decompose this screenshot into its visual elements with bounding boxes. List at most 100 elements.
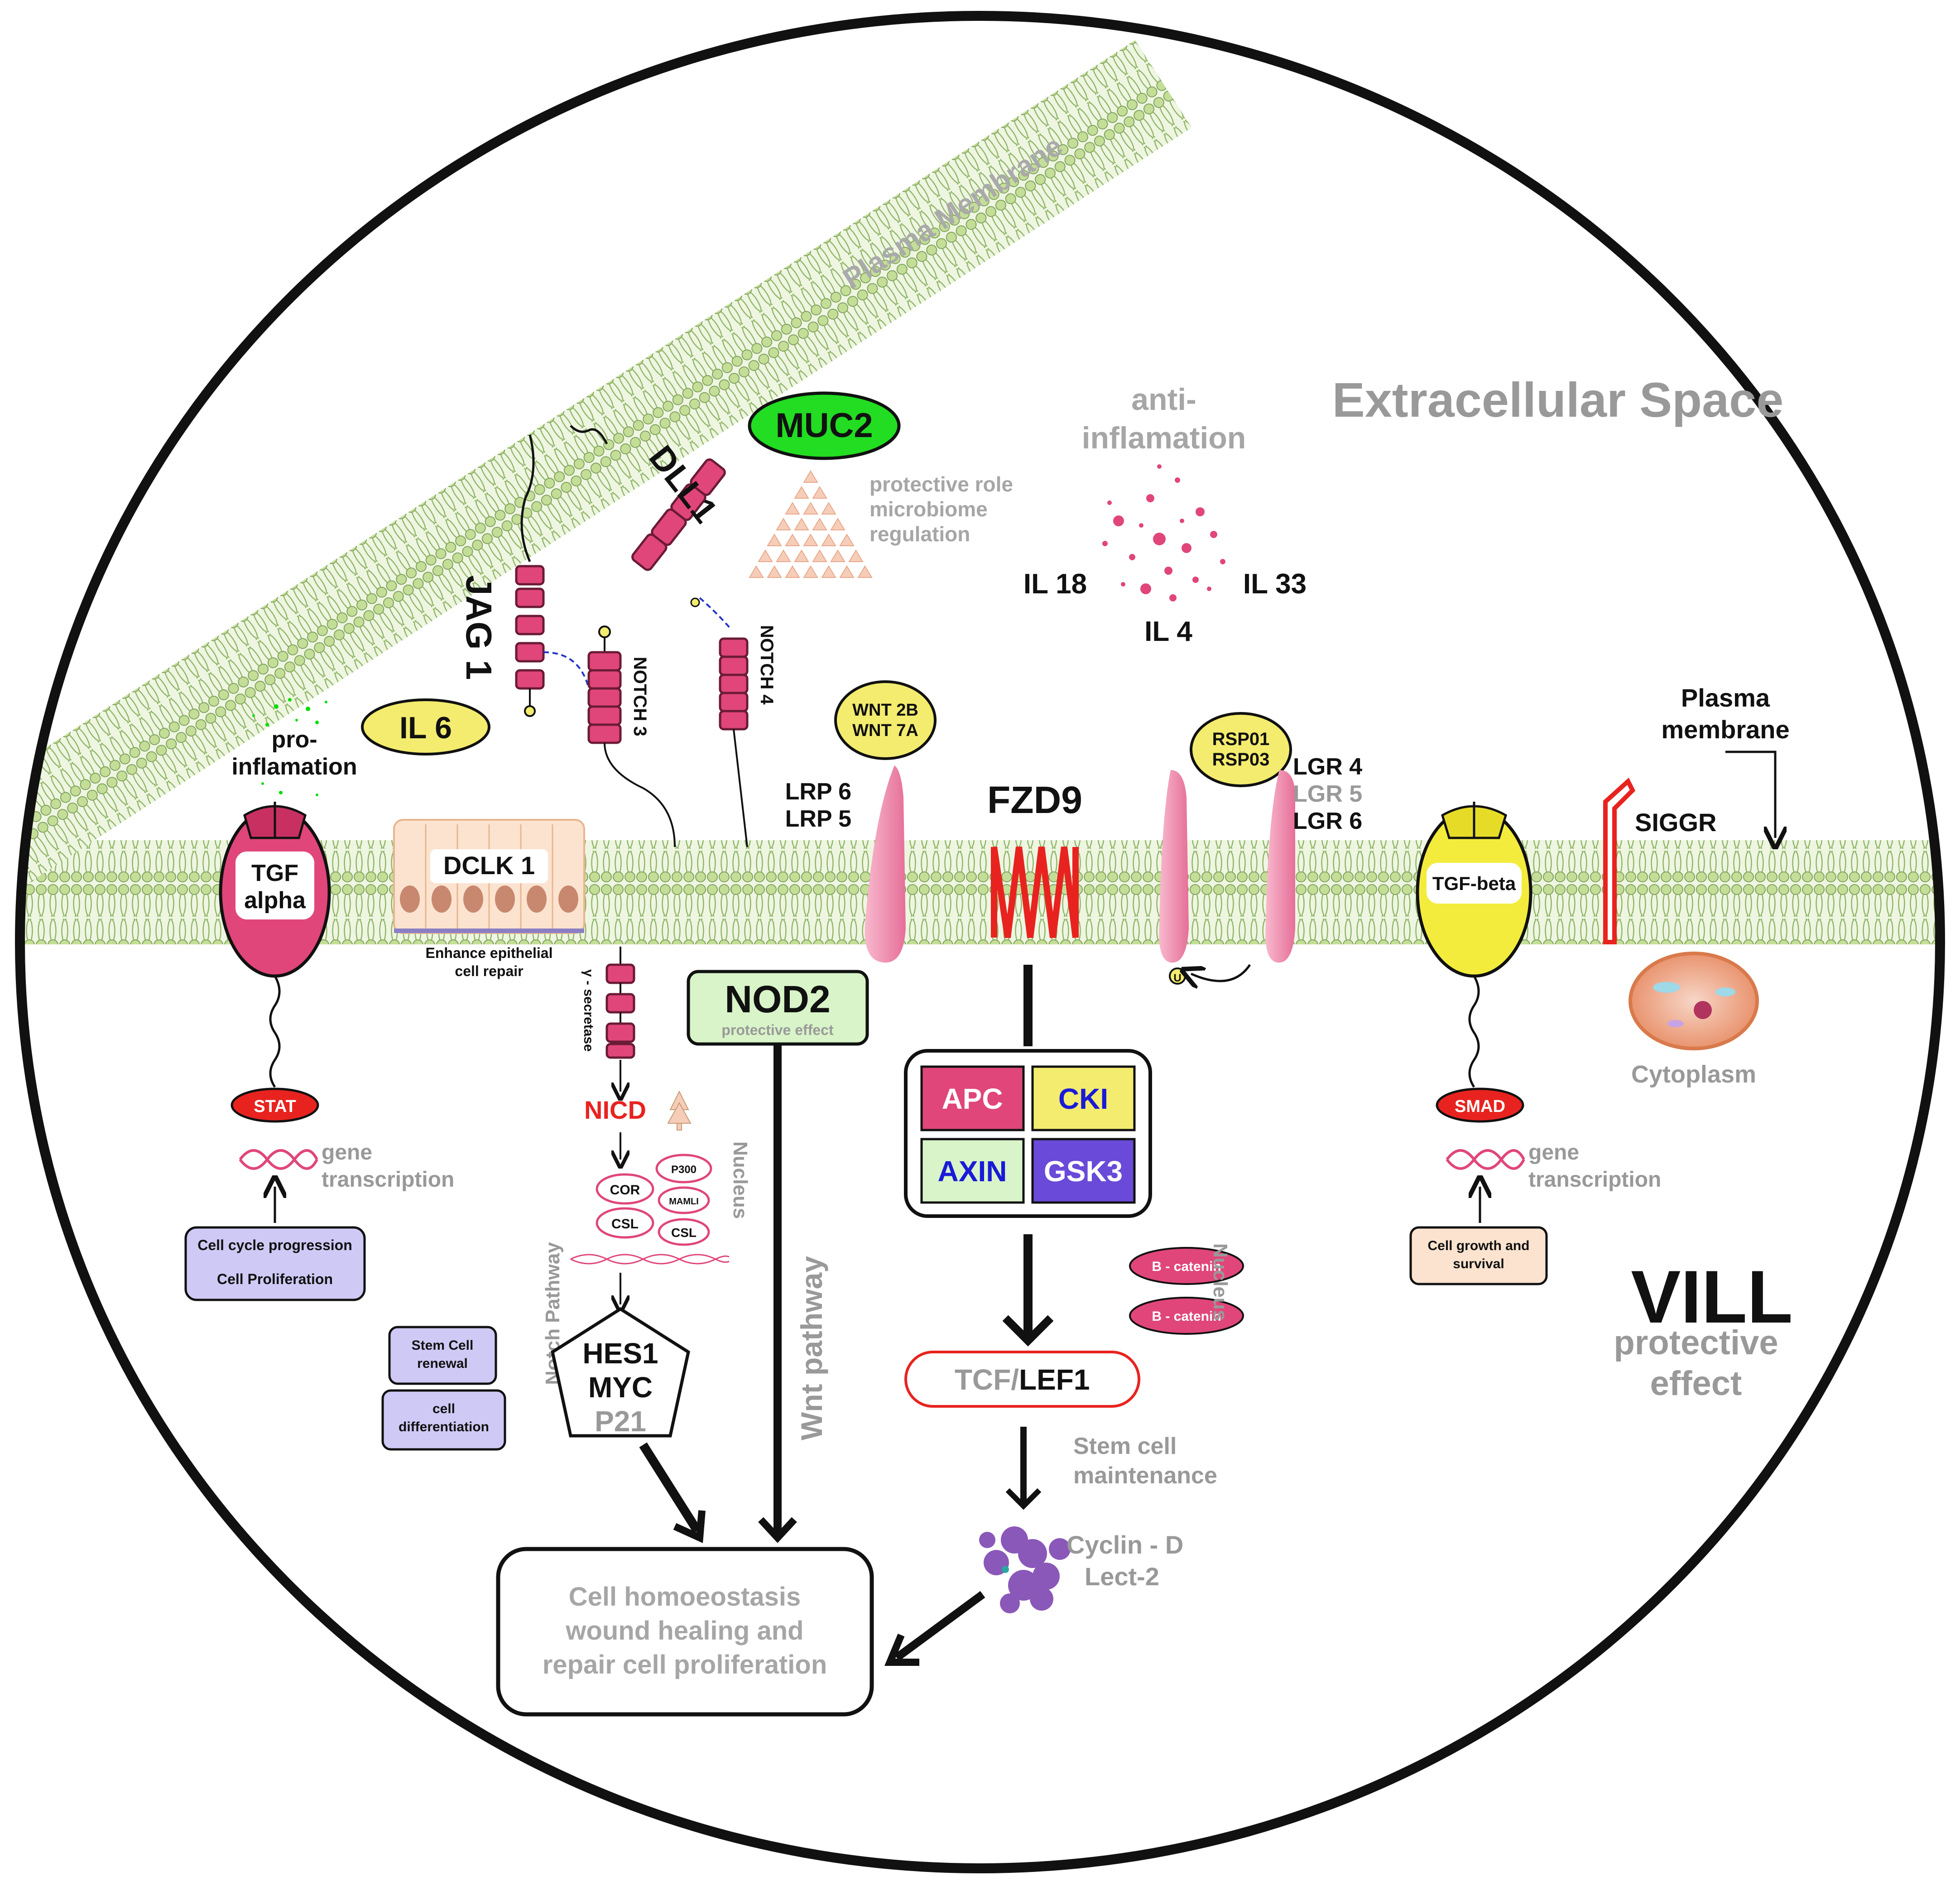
stem-renewal-box bbox=[388, 1326, 497, 1385]
notch4-receptor bbox=[719, 637, 749, 731]
plasma-membrane-right-1: Plasma bbox=[1681, 683, 1770, 712]
right-gene-2: transcription bbox=[1528, 1168, 1661, 1192]
il18-label: IL 18 bbox=[1023, 568, 1087, 600]
factor-cor: COR bbox=[610, 1183, 640, 1198]
bcat-2-label: B - catenin bbox=[1152, 1309, 1221, 1324]
outcome-1: Cell homoeostasis bbox=[569, 1582, 801, 1612]
rspo-badge bbox=[1190, 712, 1292, 787]
wnt-7a: WNT 7A bbox=[852, 721, 918, 740]
cyclin-1: Cyclin - D bbox=[1066, 1530, 1183, 1559]
lgr5-label: LGR 5 bbox=[1293, 781, 1362, 807]
hes-arrowhead bbox=[673, 1510, 706, 1543]
left-gene-2: transcription bbox=[322, 1168, 454, 1192]
plasma-membrane-right-2: membrane bbox=[1661, 715, 1789, 744]
factor-csl-1: CSL bbox=[611, 1217, 639, 1232]
cytoplasm-cell-image bbox=[1629, 952, 1759, 1050]
cyclin-to-outcome-shaft bbox=[894, 1591, 985, 1661]
cell-diff-1: cell bbox=[432, 1401, 455, 1416]
cki-label: CKI bbox=[1058, 1083, 1108, 1115]
tgf-alpha-tether bbox=[269, 975, 281, 1088]
right-outcome-box bbox=[1409, 1226, 1548, 1285]
left-box-2: Cell Proliferation bbox=[217, 1271, 333, 1287]
tgf-alpha-2: alpha bbox=[244, 887, 306, 914]
wnt-badge bbox=[834, 680, 937, 760]
nod2-title: NOD2 bbox=[725, 978, 830, 1020]
vill-sub-1: protective bbox=[1614, 1323, 1778, 1362]
plasma-membrane-pointer bbox=[1725, 751, 1775, 838]
cytokine-cloud bbox=[1102, 464, 1225, 601]
smad-label: SMAD bbox=[1455, 1097, 1505, 1116]
stat-badge bbox=[231, 1087, 319, 1123]
axin-tile bbox=[920, 1138, 1025, 1204]
notch3-receptor bbox=[587, 651, 622, 744]
jag1-tether bbox=[520, 434, 535, 562]
tcf-to-cyclin-head bbox=[1005, 1488, 1042, 1510]
il33-label: IL 33 bbox=[1243, 568, 1307, 600]
muc2-role-1: protective role bbox=[870, 472, 1013, 496]
lgr-left-lobe bbox=[1159, 770, 1189, 963]
muc2-role-3: regulation bbox=[870, 522, 970, 546]
cell-diff-2: differentiation bbox=[399, 1419, 489, 1434]
lgr-ubiquitin-arrow bbox=[1191, 964, 1251, 981]
cyclin-2: Lect-2 bbox=[1085, 1562, 1159, 1591]
lgr4-label: LGR 4 bbox=[1293, 754, 1362, 780]
tgf-alpha-1: TGF bbox=[251, 860, 298, 886]
notch-nucleus-factors bbox=[596, 1154, 712, 1246]
tgf-alpha-receptor bbox=[219, 802, 331, 978]
muc2-role-2: microbiome bbox=[870, 497, 988, 521]
dll1-ligand-tip bbox=[690, 597, 700, 607]
extracellular-label: Extracellular Space bbox=[1332, 372, 1784, 427]
smad-badge bbox=[1436, 1087, 1524, 1123]
tcf-label: TCF/ bbox=[955, 1363, 1019, 1396]
complex-to-tcf-head bbox=[1002, 1315, 1054, 1347]
tcf-lef-box bbox=[904, 1351, 1140, 1408]
tgf-beta-receptor bbox=[1416, 802, 1532, 978]
factor-csl-2: CSL bbox=[671, 1226, 697, 1240]
dclk1-note-1: Enhance epithelial bbox=[426, 945, 553, 961]
lgr6-label: LGR 6 bbox=[1293, 808, 1362, 834]
cytoplasm-label: Cytoplasm bbox=[1631, 1061, 1756, 1088]
outcome-2: wound healing and bbox=[565, 1616, 803, 1645]
target-myc: MYC bbox=[588, 1371, 653, 1404]
target-p21: P21 bbox=[595, 1405, 646, 1438]
left-box-1: Cell cycle progression bbox=[197, 1237, 352, 1253]
cyclin-protein-icon bbox=[979, 1526, 1071, 1613]
target-hes1: HES1 bbox=[582, 1337, 658, 1370]
horizontal-plasma-membrane bbox=[20, 840, 1940, 944]
il6-label: IL 6 bbox=[399, 711, 452, 745]
gsk3-label: GSK3 bbox=[1044, 1155, 1123, 1188]
nod2-sub: protective effect bbox=[721, 1022, 834, 1038]
dll1-notch4-bond bbox=[699, 597, 732, 630]
rspo1: RSP01 bbox=[1212, 729, 1270, 749]
membranes bbox=[20, 40, 1940, 944]
notch4-label: NOTCH 4 bbox=[757, 625, 777, 705]
anti-inflam-2: inflamation bbox=[1082, 421, 1246, 455]
gsk3-tile bbox=[1031, 1138, 1136, 1204]
notch4-tether bbox=[733, 729, 748, 847]
il4-label: IL 4 bbox=[1144, 616, 1192, 647]
jag1-receptor bbox=[515, 565, 545, 717]
wnt-2b: WNT 2B bbox=[852, 701, 918, 720]
right-box-2: survival bbox=[1453, 1256, 1504, 1271]
stem-maint-1: Stem cell bbox=[1073, 1433, 1177, 1459]
left-gene-1: gene bbox=[322, 1140, 372, 1164]
notch3-label: NOTCH 3 bbox=[630, 657, 650, 736]
muc2-badge bbox=[748, 391, 901, 460]
outcome-3: repair cell proliferation bbox=[543, 1650, 827, 1679]
axin-label: AXIN bbox=[938, 1155, 1007, 1188]
pro-inflam-2: inflamation bbox=[231, 754, 357, 780]
dna-helix-left bbox=[239, 1149, 318, 1170]
bcat-1-label: B - catenin bbox=[1152, 1259, 1221, 1274]
vill-sub-2: effect bbox=[1650, 1364, 1742, 1403]
hes-myc-pentagon bbox=[551, 1307, 690, 1438]
cki-tile bbox=[1031, 1065, 1136, 1131]
diagonal-plasma-membrane bbox=[20, 40, 1192, 917]
siggr-label: SIGGR bbox=[1635, 808, 1716, 837]
dclk1-epithelium bbox=[393, 819, 585, 934]
right-gene-1: gene bbox=[1528, 1140, 1579, 1164]
tgf-beta-tether bbox=[1468, 975, 1480, 1088]
nod2-arrowhead bbox=[758, 1517, 797, 1543]
lef1-label: LEF1 bbox=[1019, 1363, 1090, 1396]
left-outcome-box bbox=[184, 1226, 366, 1301]
